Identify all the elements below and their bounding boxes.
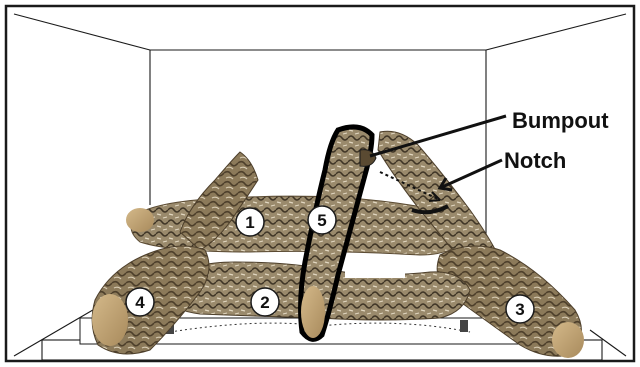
notch-label: Notch (504, 148, 566, 173)
badge-4-number: 4 (135, 293, 145, 312)
bumpout-label: Bumpout (512, 108, 609, 133)
badge-2: 2 (251, 288, 279, 316)
badge-4: 4 (126, 288, 154, 316)
badge-2-number: 2 (260, 293, 269, 312)
badge-5-number: 5 (317, 211, 326, 230)
badge-3-number: 3 (515, 300, 524, 319)
badge-3: 3 (506, 295, 534, 323)
badge-1-number: 1 (245, 213, 254, 232)
badge-5: 5 (308, 206, 336, 234)
badge-1: 1 (236, 208, 264, 236)
